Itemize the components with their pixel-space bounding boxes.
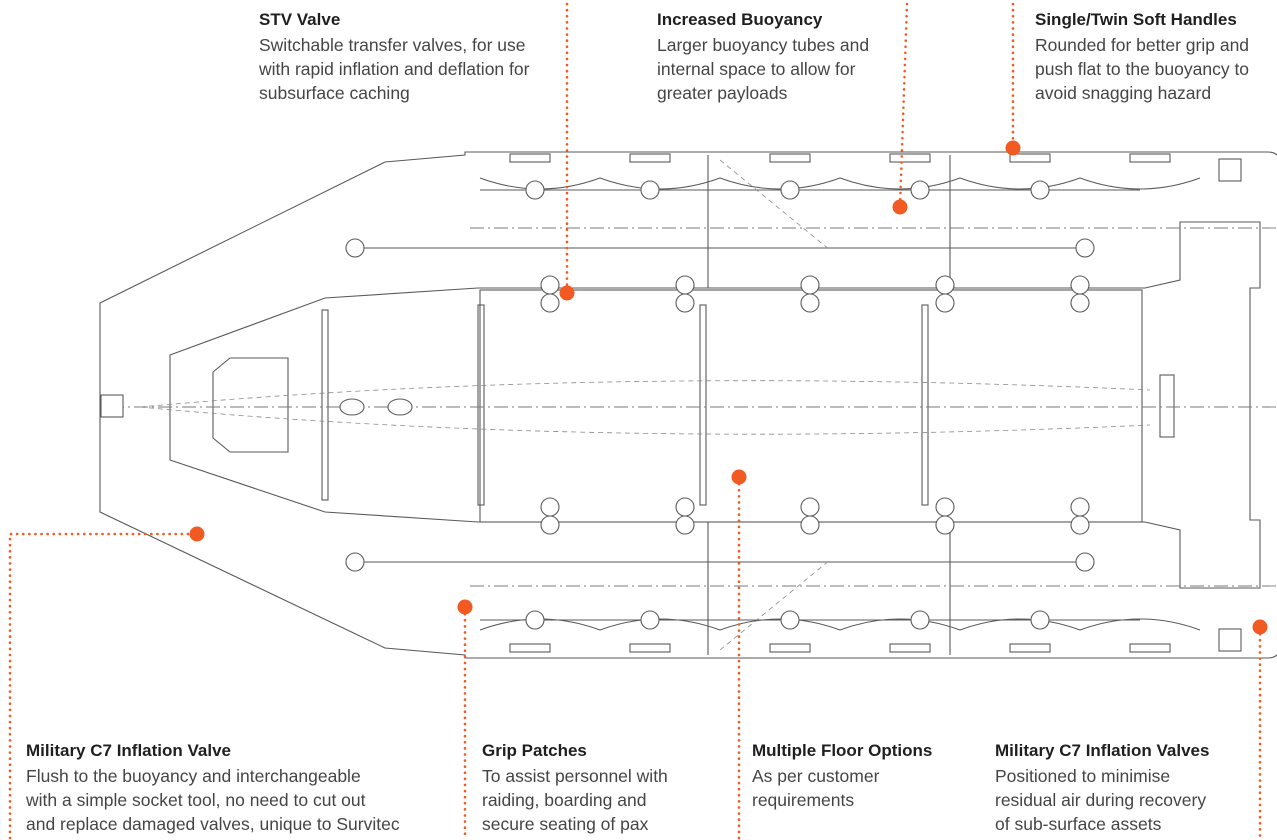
- floor-batten: [921, 304, 929, 506]
- valve-fitting: [1070, 275, 1090, 295]
- valve-fitting: [800, 275, 820, 295]
- valve-fitting: [540, 515, 560, 535]
- grip-patch: [1129, 153, 1171, 163]
- hull-outline: [99, 151, 1277, 659]
- callout-increased-buoyancy: Increased Buoyancy Larger buoyancy tubes…: [657, 8, 897, 105]
- handle-line: [479, 177, 1201, 190]
- callout-dot-grip-patches: [457, 599, 473, 615]
- floor-batten: [321, 309, 329, 501]
- valve-fitting: [935, 497, 955, 517]
- valve-fitting: [1030, 180, 1050, 200]
- valve-fitting: [1030, 610, 1050, 630]
- callout-description: To assist personnel with raiding, boardi…: [482, 766, 668, 834]
- valve-fitting: [780, 610, 800, 630]
- grip-patch: [629, 643, 671, 653]
- valve-fitting: [910, 180, 930, 200]
- valve-fitting: [525, 610, 545, 630]
- callout-dot-stv-valve: [559, 285, 575, 301]
- callout-description: Larger buoyancy tubes and internal space…: [657, 35, 870, 103]
- callout-c7-inflation-valves: Military C7 Inflation Valves Positioned …: [995, 739, 1255, 836]
- valve-fitting: [345, 552, 365, 572]
- valve-fitting: [935, 275, 955, 295]
- construction-line: [719, 559, 831, 651]
- callout-description: As per customer requirements: [752, 766, 880, 810]
- floor-valve: [339, 398, 365, 416]
- grip-patch: [769, 153, 811, 163]
- valve-fitting: [345, 238, 365, 258]
- construction-line: [139, 380, 1151, 408]
- callout-soft-handles: Single/Twin Soft Handles Rounded for bet…: [1035, 8, 1275, 105]
- callout-description: Rounded for better grip and push flat to…: [1035, 35, 1250, 103]
- callout-title: Increased Buoyancy: [657, 10, 823, 29]
- callout-title: Military C7 Inflation Valve: [26, 741, 232, 760]
- logo-plate: [1218, 158, 1242, 182]
- callout-stv-valve: STV Valve Switchable transfer valves, fo…: [259, 8, 579, 105]
- floor-batten: [477, 304, 485, 506]
- grip-patch: [1009, 643, 1051, 653]
- tube-inner-edge: [169, 221, 1261, 589]
- valve-fitting: [640, 610, 660, 630]
- valve-fitting: [935, 293, 955, 313]
- valve-fitting: [540, 497, 560, 517]
- leader-c7-inflation-valve: [8, 532, 199, 840]
- valve-fitting: [540, 275, 560, 295]
- construction-line: [719, 159, 831, 251]
- handle-line: [479, 618, 1201, 631]
- callout-dot-soft-handles: [1005, 140, 1021, 156]
- valve-fitting: [1070, 515, 1090, 535]
- callout-title: Single/Twin Soft Handles: [1035, 10, 1237, 29]
- floor-batten: [699, 304, 707, 506]
- grip-patch: [769, 643, 811, 653]
- construction-line: [139, 406, 1151, 435]
- leader-increased-buoyancy: [898, 2, 909, 208]
- callout-title: Military C7 Inflation Valves: [995, 741, 1210, 760]
- valve-fitting: [675, 275, 695, 295]
- valve-fitting: [640, 180, 660, 200]
- valve-fitting: [1075, 238, 1095, 258]
- callout-floor-options: Multiple Floor Options As per customer r…: [752, 739, 972, 812]
- callout-title: STV Valve: [259, 10, 341, 29]
- valve-fitting: [800, 293, 820, 313]
- grip-patch: [509, 643, 551, 653]
- grip-patch: [629, 153, 671, 163]
- callout-description: Flush to the buoyancy and interchangeabl…: [26, 766, 400, 834]
- grip-patch: [889, 153, 931, 163]
- logo-plate: [1218, 628, 1242, 652]
- valve-fitting: [1075, 552, 1095, 572]
- callout-title: Multiple Floor Options: [752, 741, 933, 760]
- valve-fitting: [910, 610, 930, 630]
- grip-patch: [509, 153, 551, 163]
- valve-fitting: [675, 497, 695, 517]
- valve-fitting: [780, 180, 800, 200]
- callout-dot-c7-inflation-valves: [1252, 619, 1268, 635]
- transom: [1159, 374, 1175, 438]
- valve-fitting: [935, 515, 955, 535]
- valve-fitting: [540, 293, 560, 313]
- callout-title: Grip Patches: [482, 741, 587, 760]
- valve-fitting: [525, 180, 545, 200]
- valve-fitting: [675, 515, 695, 535]
- valve-fitting: [1070, 497, 1090, 517]
- logo-plate: [100, 394, 124, 418]
- callout-dot-increased-buoyancy: [892, 199, 908, 215]
- grip-patch: [889, 643, 931, 653]
- bow-mount: [212, 357, 289, 453]
- valve-fitting: [675, 293, 695, 313]
- valve-fitting: [800, 515, 820, 535]
- callout-dot-floor-options: [731, 469, 747, 485]
- grip-patch: [1009, 153, 1051, 163]
- floor-panel: [479, 289, 1143, 523]
- callout-grip-patches: Grip Patches To assist personnel with ra…: [482, 739, 702, 836]
- callout-c7-inflation-valve: Military C7 Inflation Valve Flush to the…: [26, 739, 416, 836]
- valve-fitting: [800, 497, 820, 517]
- callout-dot-c7-inflation-valve: [189, 526, 205, 542]
- valve-fitting: [1070, 293, 1090, 313]
- callout-description: Switchable transfer valves, for use with…: [259, 35, 530, 103]
- callout-description: Positioned to minimise residual air duri…: [995, 766, 1207, 834]
- floor-valve: [387, 398, 413, 416]
- grip-patch: [1129, 643, 1171, 653]
